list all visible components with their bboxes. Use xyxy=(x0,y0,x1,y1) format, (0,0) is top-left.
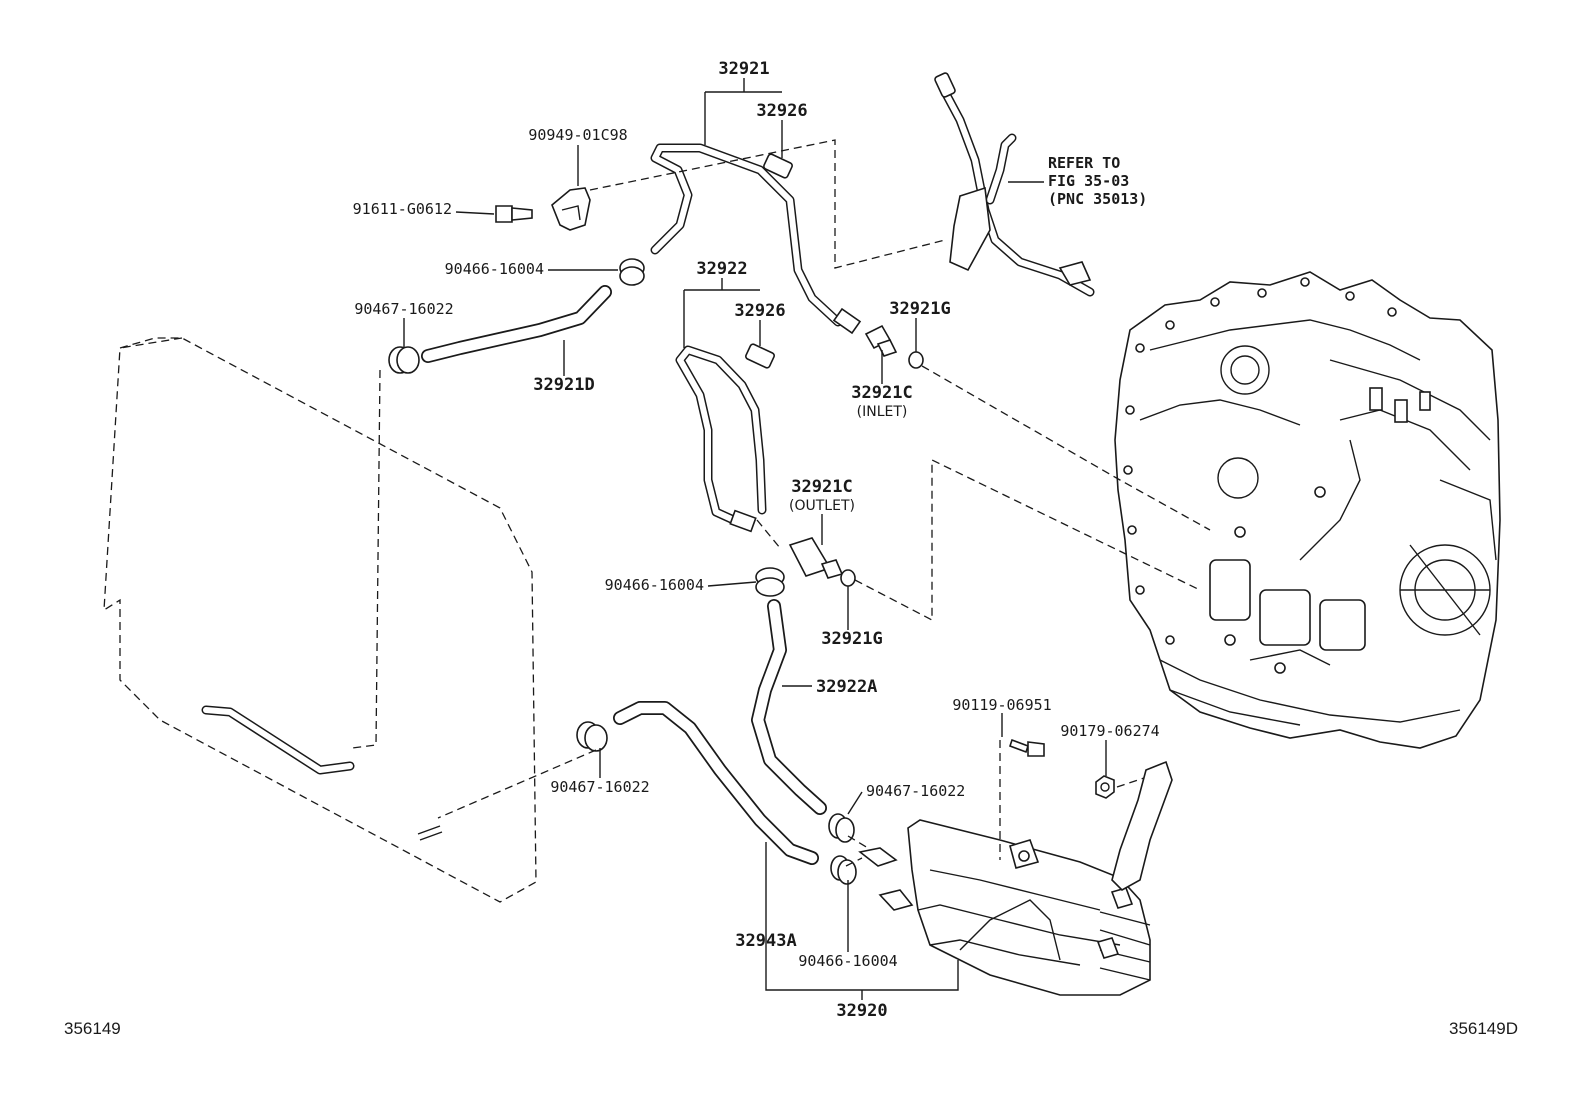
label-outlet-note: (OUTLET) xyxy=(789,498,855,514)
refer-note-line3: (PNC 35013) xyxy=(1048,190,1147,208)
part-labels: 32921 32926 90949-01C98 91611-G0612 9046… xyxy=(353,59,1160,1021)
label-32921C-inlet: 32921C xyxy=(851,383,912,403)
clamp-90467-right xyxy=(828,813,855,843)
diagram-id-right: 356149D xyxy=(1449,1019,1518,1038)
label-90467-16022-right: 90467-16022 xyxy=(866,782,965,800)
label-32921G-bottom: 32921G xyxy=(821,629,882,649)
gasket-32921G-top xyxy=(908,351,924,369)
hose-32943A xyxy=(613,701,819,865)
pipe-32921 xyxy=(650,143,862,335)
hose-32921D xyxy=(421,285,612,363)
hose-32922A xyxy=(751,599,827,815)
label-32921C-outlet: 32921C xyxy=(791,477,852,497)
label-32921G-top: 32921G xyxy=(889,299,950,319)
label-32920: 32920 xyxy=(836,1001,887,1021)
label-32921D: 32921D xyxy=(533,375,594,395)
connection-lines xyxy=(351,139,1211,867)
label-90949-01C98: 90949-01C98 xyxy=(528,126,627,144)
label-90466-16004-mid: 90466-16004 xyxy=(605,576,704,594)
label-32926-mid: 32926 xyxy=(734,301,785,321)
label-32943A: 32943A xyxy=(735,931,796,951)
label-90467-16022-left: 90467-16022 xyxy=(550,778,649,796)
union-32921C-inlet xyxy=(864,324,898,357)
oil-cooler-32920 xyxy=(858,819,1151,996)
transaxle-assembly xyxy=(1114,271,1501,749)
label-90467-16022-top: 90467-16022 xyxy=(354,300,453,318)
sleeve-32926-mid xyxy=(745,343,775,369)
refer-note-line1: REFER TO xyxy=(1048,154,1120,172)
label-90119-06951: 90119-06951 xyxy=(952,696,1051,714)
label-32922: 32922 xyxy=(696,259,747,279)
clamp-90466-top xyxy=(619,258,645,286)
bolt-90119 xyxy=(1008,738,1045,757)
label-32921: 32921 xyxy=(718,59,769,79)
clamp-90466-mid xyxy=(755,567,785,597)
union-32921C-outlet xyxy=(788,537,844,579)
bolt-91611 xyxy=(495,205,533,223)
gasket-32921G-bottom xyxy=(840,569,856,587)
sleeve-32926-top xyxy=(763,153,793,179)
clamp-90466-bottom xyxy=(830,855,857,885)
radiator-pipe xyxy=(201,705,355,775)
clamp-90467-top xyxy=(388,346,420,374)
label-inlet-note: (INLET) xyxy=(857,404,908,420)
label-90466-16004-top: 90466-16004 xyxy=(445,260,544,278)
pipe-32922 xyxy=(675,345,767,533)
radiator-outline xyxy=(103,337,537,903)
clamp-90467-left xyxy=(576,721,608,752)
label-32926-top: 32926 xyxy=(756,101,807,121)
label-91611-G0612: 91611-G0612 xyxy=(353,200,452,218)
diagram-id-left: 356149 xyxy=(64,1019,121,1038)
refer-note-line2: FIG 35-03 xyxy=(1048,172,1129,190)
leader-lines xyxy=(403,78,1107,1000)
label-32922A: 32922A xyxy=(816,677,877,697)
nut-90179 xyxy=(1095,775,1115,799)
clamp-bracket-90949 xyxy=(551,187,591,231)
cooler-bracket xyxy=(1111,760,1173,891)
dipstick-tube xyxy=(934,72,1095,297)
reference-note: REFER TO FIG 35-03 (PNC 35013) xyxy=(1048,154,1147,208)
label-90466-16004-bottom: 90466-16004 xyxy=(798,952,897,970)
label-90179-06274: 90179-06274 xyxy=(1060,722,1159,740)
